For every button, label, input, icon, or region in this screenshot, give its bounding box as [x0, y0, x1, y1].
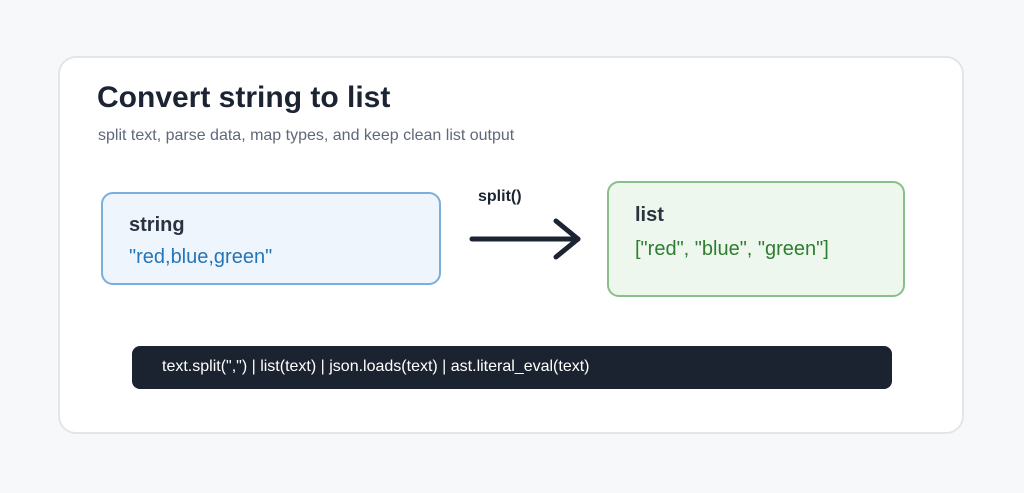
output-box-label: list — [635, 204, 664, 226]
operation-label: split() — [478, 188, 522, 205]
code-snippet-text: text.split(",") | list(text) | json.load… — [162, 358, 590, 375]
input-box-label: string — [129, 214, 185, 236]
output-list-box: list ["red", "blue", "green"] — [607, 181, 905, 297]
input-string-box: string "red,blue,green" — [101, 192, 441, 285]
page-title: Convert string to list — [97, 81, 391, 114]
page-subtitle: split text, parse data, map types, and k… — [98, 127, 515, 144]
input-box-value: "red,blue,green" — [129, 246, 273, 268]
output-box-value: ["red", "blue", "green"] — [635, 238, 829, 260]
code-snippet-bar: text.split(",") | list(text) | json.load… — [132, 346, 892, 389]
arrow-right-icon — [469, 218, 581, 260]
